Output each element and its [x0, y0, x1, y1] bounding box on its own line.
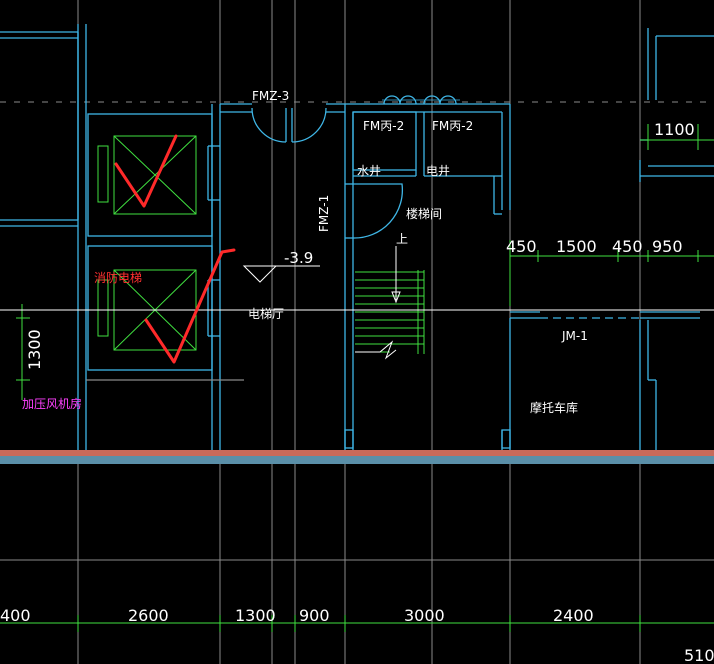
dim-mid-450-a: 450 — [506, 237, 537, 256]
dim-bottom-510: 510 — [684, 646, 714, 664]
label-moto-garage: 摩托车库 — [530, 400, 578, 415]
label-fm-b2-right: FM丙-2 — [432, 119, 473, 133]
label-fm-z3: FMZ-3 — [252, 89, 289, 103]
label-fm-b2-left: FM丙-2 — [363, 119, 404, 133]
level-marker — [242, 265, 320, 283]
label-jm1: JM-1 — [561, 329, 588, 343]
check-marks — [114, 134, 236, 364]
label-elec-shaft: 电井 — [426, 164, 450, 178]
label-fire-elevator: 消防电梯 — [94, 270, 142, 285]
room-labels: FMZ-3 FM丙-2 FM丙-2 水井 电井 FMZ-1 楼梯间 上 -3.9… — [22, 89, 588, 415]
label-stairwell: 楼梯间 — [406, 206, 442, 221]
dim-bottom-900: 900 — [299, 606, 330, 625]
band-bottom — [0, 456, 714, 464]
dim-bottom-2600: 2600 — [128, 606, 169, 625]
label-level: -3.9 — [284, 249, 313, 267]
dim-right-top: 1100 — [654, 120, 695, 139]
label-elevator-hall: 电梯厅 — [248, 307, 284, 321]
dimension-texts: 1100 450 1500 450 950 1300 400 2600 1300… — [0, 120, 714, 664]
band-top — [0, 450, 714, 456]
label-up: 上 — [396, 232, 408, 246]
dim-bottom-400: 400 — [0, 606, 31, 625]
dimension-lines — [0, 124, 714, 632]
dim-mid-950: 950 — [652, 237, 683, 256]
stair-treads — [355, 246, 425, 360]
dim-bottom-3000: 3000 — [404, 606, 445, 625]
dim-left-vertical: 1300 — [25, 329, 44, 370]
walls — [0, 24, 714, 450]
dim-mid-1500: 1500 — [556, 237, 597, 256]
label-water-shaft: 水井 — [357, 164, 381, 178]
dim-mid-450-b: 450 — [612, 237, 643, 256]
label-pressure-fan-room: 加压风机房 — [22, 396, 82, 411]
label-fm-z1: FMZ-1 — [317, 195, 331, 232]
dim-bottom-2400: 2400 — [553, 606, 594, 625]
elevator-cars — [97, 135, 197, 351]
dim-bottom-1300: 1300 — [235, 606, 276, 625]
